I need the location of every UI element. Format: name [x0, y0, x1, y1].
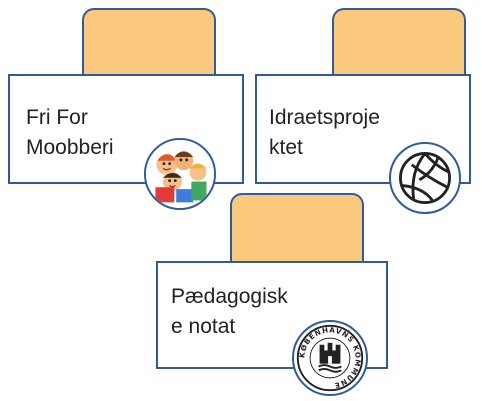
children-illustration-icon [144, 138, 216, 210]
folder-label: Pædagogisk e notat [171, 285, 288, 338]
folder-tab [82, 8, 216, 78]
folder-tab [230, 193, 364, 265]
volleyball-icon [389, 142, 461, 214]
folder-tab [332, 8, 466, 78]
folder-paedagogiske-notat[interactable]: Pædagogisk e notat KØBENHAVNS KOMMUNE [156, 193, 388, 398]
folder-label: Idraetsproje ktet [269, 106, 380, 159]
folder-label: Fri For Moobberi [26, 106, 114, 159]
folder-card [8, 74, 244, 184]
folder-card [156, 261, 388, 369]
folder-fri-for-moobberi[interactable]: Fri For Moobberi [8, 8, 244, 218]
folder-idraetsprojektet[interactable]: Idraetsproje ktet [255, 8, 471, 218]
koebenhavns-kommune-seal-icon: KØBENHAVNS KOMMUNE [292, 320, 368, 396]
